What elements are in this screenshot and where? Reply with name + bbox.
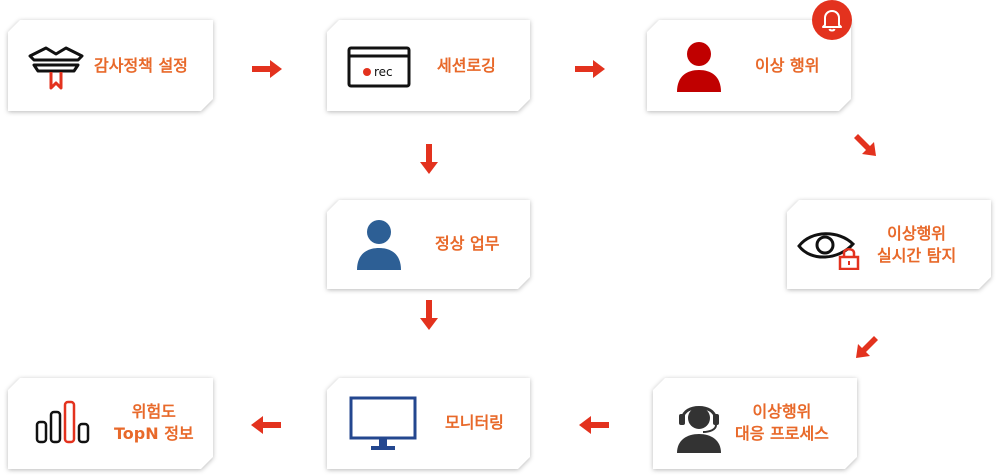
node-realtime-detection: 이상행위 실시간 탐지 [787,200,991,289]
arrow-abnormal-to-detection [854,134,876,156]
node-audit-policy-label: 감사정책 설정 [94,56,188,75]
node-monitoring-label: 모니터링 [445,413,504,432]
node-abnormal-behavior-label: 이상 행위 [755,56,820,75]
rec-screen-icon: rec [347,46,411,88]
node-session-logging-label: 세션로깅 [437,56,496,75]
bar-chart-icon [35,400,90,444]
node-normal-work-label: 정상 업무 [435,234,500,253]
node-risk-topn: 위험도 TopN 정보 [8,378,213,469]
headset-operator-icon [677,406,721,453]
audit-policy-icon [28,46,84,90]
node-risk-topn-label: 위험도 TopN 정보 [114,402,194,443]
arrow-audit-to-logging [252,60,282,78]
abnormal-user-icon [677,42,721,92]
node-monitoring: 모니터링 [327,378,530,469]
arrow-response-to-monitoring [579,416,609,434]
node-session-logging: rec 세션로깅 [327,20,530,111]
monitor-icon [349,396,417,450]
arrow-monitoring-to-risk [251,416,281,434]
arrow-detection-to-response [856,336,878,358]
normal-user-icon [357,220,401,270]
node-response-process: 이상행위 대응 프로세스 [653,378,857,469]
arrow-logging-to-abnormal [575,60,605,78]
alert-badge [812,0,852,40]
eye-lock-icon [797,232,860,270]
node-audit-policy: 감사정책 설정 [8,20,213,111]
node-realtime-detection-label: 이상행위 실시간 탐지 [877,224,957,265]
arrow-normal-to-monitoring [420,300,438,330]
node-abnormal-behavior: 이상 행위 [647,20,851,111]
arrow-logging-to-normal [420,144,438,174]
node-normal-work: 정상 업무 [327,200,530,289]
bell-icon [822,10,842,32]
rec-text: rec [374,65,393,79]
node-response-process-label: 이상행위 대응 프로세스 [735,402,829,443]
